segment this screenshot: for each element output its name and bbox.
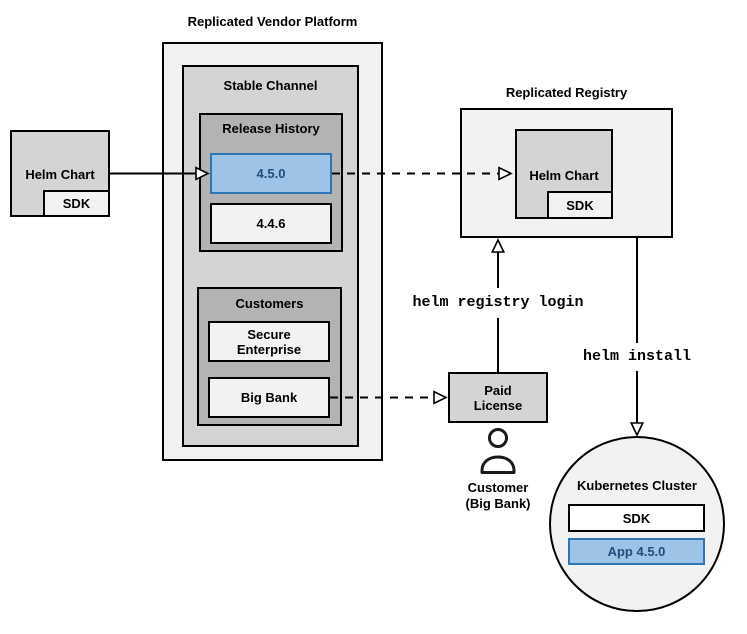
customer-box-big-bank: Big Bank — [208, 377, 330, 418]
customer-box-secure-enterprise: Secure Enterprise — [208, 321, 330, 362]
source-helm-chart-label: Helm Chart — [25, 167, 95, 182]
registry-helm-chart-label: Helm Chart — [529, 168, 599, 183]
registry-sdk-box: SDK — [547, 191, 613, 219]
release-box-4-5-0: 4.5.0 — [210, 153, 332, 194]
kubernetes-cluster-title: Kubernetes Cluster — [577, 478, 697, 493]
customer-name-label: Big Bank — [240, 390, 298, 405]
registry-helm-chart-box: Helm Chart SDK — [515, 129, 613, 219]
arrow-registry-to-cluster — [629, 238, 645, 437]
release-version-label: 4.4.6 — [256, 216, 286, 231]
vendor-platform-title: Replicated Vendor Platform — [187, 14, 358, 29]
sdk-label: SDK — [622, 510, 651, 526]
release-version-label: 4.5.0 — [256, 166, 286, 181]
customer-person-icon — [480, 428, 516, 474]
customers-title: Customers — [235, 296, 304, 311]
sdk-label: SDK — [62, 196, 91, 211]
paid-license-label: Paid License — [473, 382, 523, 413]
registry-title: Replicated Registry — [505, 85, 628, 100]
paid-license-box: Paid License — [448, 372, 548, 423]
app-version-label: App 4.5.0 — [607, 544, 666, 559]
helm-registry-login-command: helm registry login — [412, 294, 584, 311]
customer-caption: Customer (Big Bank) — [448, 480, 548, 512]
customer-caption-line2: (Big Bank) — [465, 496, 531, 511]
release-box-4-4-6: 4.4.6 — [210, 203, 332, 244]
customer-name-label: Secure Enterprise — [236, 326, 302, 357]
helm-install-command: helm install — [582, 348, 692, 365]
stable-channel-title: Stable Channel — [223, 78, 318, 93]
customer-caption-line1: Customer — [467, 480, 529, 495]
sdk-label: SDK — [566, 197, 594, 213]
kubernetes-app-box: App 4.5.0 — [568, 538, 705, 565]
kubernetes-sdk-box: SDK — [568, 504, 705, 532]
source-helm-chart-box: Helm Chart SDK — [10, 130, 110, 217]
source-sdk-box: SDK — [43, 190, 110, 217]
release-history-title: Release History — [222, 121, 320, 136]
